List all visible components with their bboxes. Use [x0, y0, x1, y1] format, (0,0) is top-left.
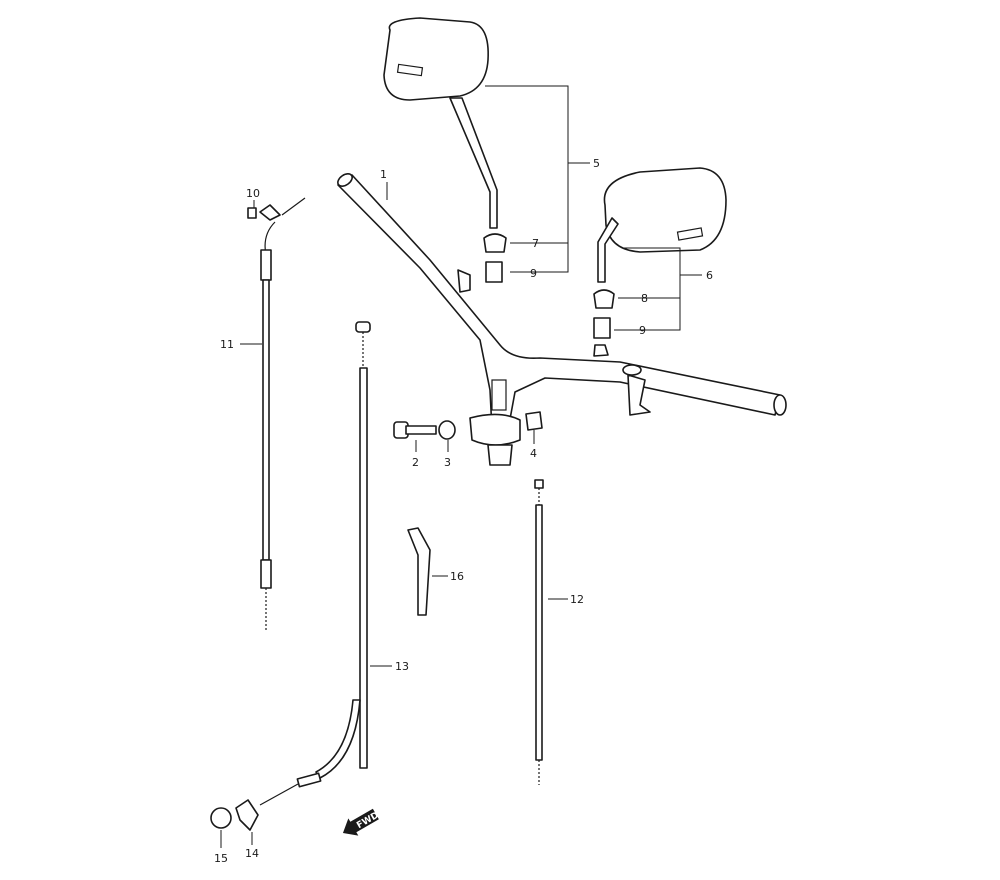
leader-lines: [220, 85, 702, 848]
mirror-left[interactable]: [383, 17, 498, 229]
cable-12[interactable]: [534, 479, 544, 785]
callout-9-left: 9: [530, 267, 537, 280]
callout-16: 16: [450, 570, 464, 583]
callout-1: 1: [380, 168, 387, 181]
nut-7[interactable]: [483, 233, 507, 253]
callout-8: 8: [641, 292, 648, 305]
cable-tie-16[interactable]: [407, 527, 431, 616]
spacer-9-left[interactable]: [485, 261, 503, 283]
washer-3[interactable]: [438, 420, 456, 440]
spacer-9-right[interactable]: [593, 317, 611, 339]
callout-11: 11: [220, 338, 234, 351]
callout-7: 7: [532, 237, 539, 250]
screw-10[interactable]: [247, 207, 257, 219]
callout-9-right: 9: [639, 324, 646, 337]
bracket-14[interactable]: [235, 799, 259, 831]
forward-arrow-icon: FWD: [342, 808, 381, 836]
callout-labels: 1 2 3 4 5 6 7 8 9 9 10 11 12 13 14 15 16: [214, 157, 713, 865]
screw-15[interactable]: [210, 807, 232, 829]
callout-12: 12: [570, 593, 584, 606]
callout-15: 15: [214, 852, 228, 865]
handlebar[interactable]: [336, 171, 787, 466]
mirror-right[interactable]: [597, 167, 727, 283]
nut-4[interactable]: [525, 411, 543, 431]
callout-6: 6: [706, 269, 713, 282]
callout-13: 13: [395, 660, 409, 673]
cable-11[interactable]: [259, 197, 306, 632]
cable-13[interactable]: [259, 321, 371, 806]
callout-3: 3: [444, 456, 451, 469]
callout-14: 14: [245, 847, 259, 860]
nut-8[interactable]: [593, 289, 615, 309]
callout-2: 2: [412, 456, 419, 469]
callout-5: 5: [593, 157, 600, 170]
callout-4: 4: [530, 447, 537, 460]
callout-10: 10: [246, 187, 260, 200]
bolt-2[interactable]: [393, 421, 437, 439]
